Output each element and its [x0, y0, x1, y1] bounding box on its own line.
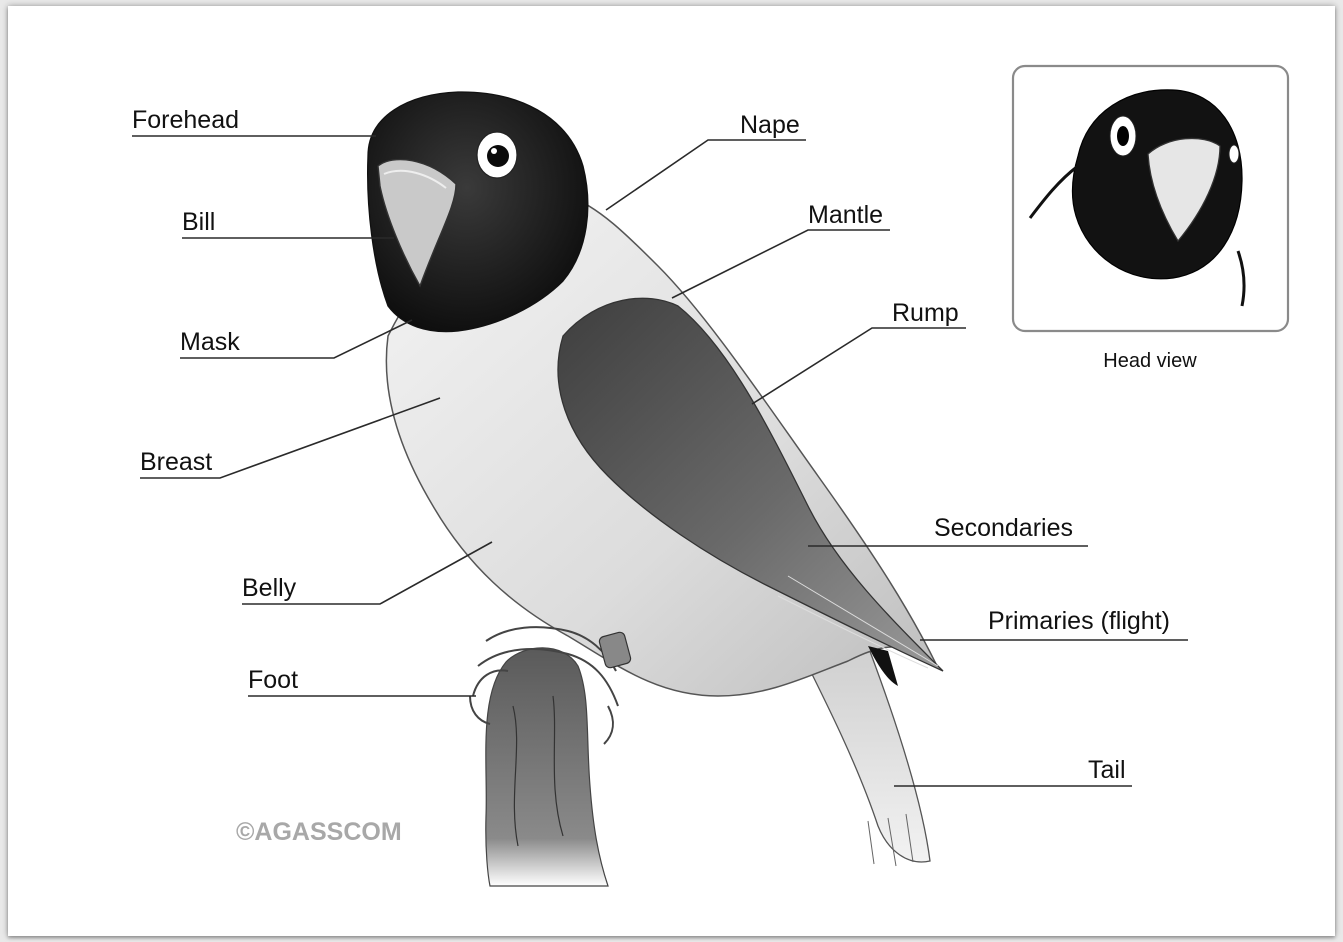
label-foot: Foot	[248, 666, 298, 694]
label-secondaries: Secondaries	[934, 514, 1073, 542]
leader-nape	[606, 140, 806, 210]
leader-mantle	[672, 230, 890, 298]
label-forehead: Forehead	[132, 106, 239, 134]
head-view-inset: Head view	[1013, 66, 1288, 372]
diagram-card: Forehead Bill Mask Breast Belly Foot Nap…	[8, 6, 1335, 936]
copyright-watermark: ©AGASSCOM	[236, 818, 402, 846]
leader-rump	[752, 328, 966, 404]
branch	[486, 648, 608, 886]
tail	[798, 646, 930, 862]
label-belly: Belly	[242, 574, 297, 602]
label-primaries: Primaries (flight)	[988, 607, 1170, 635]
label-nape: Nape	[740, 111, 800, 139]
bird-anatomy-diagram: Forehead Bill Mask Breast Belly Foot Nap…	[8, 6, 1343, 942]
label-mask: Mask	[180, 328, 240, 356]
inset-caption: Head view	[1103, 350, 1197, 372]
label-mantle: Mantle	[808, 201, 883, 229]
label-tail: Tail	[1088, 756, 1126, 784]
label-bill: Bill	[182, 208, 215, 236]
label-rump: Rump	[892, 299, 959, 327]
label-breast: Breast	[140, 448, 212, 476]
